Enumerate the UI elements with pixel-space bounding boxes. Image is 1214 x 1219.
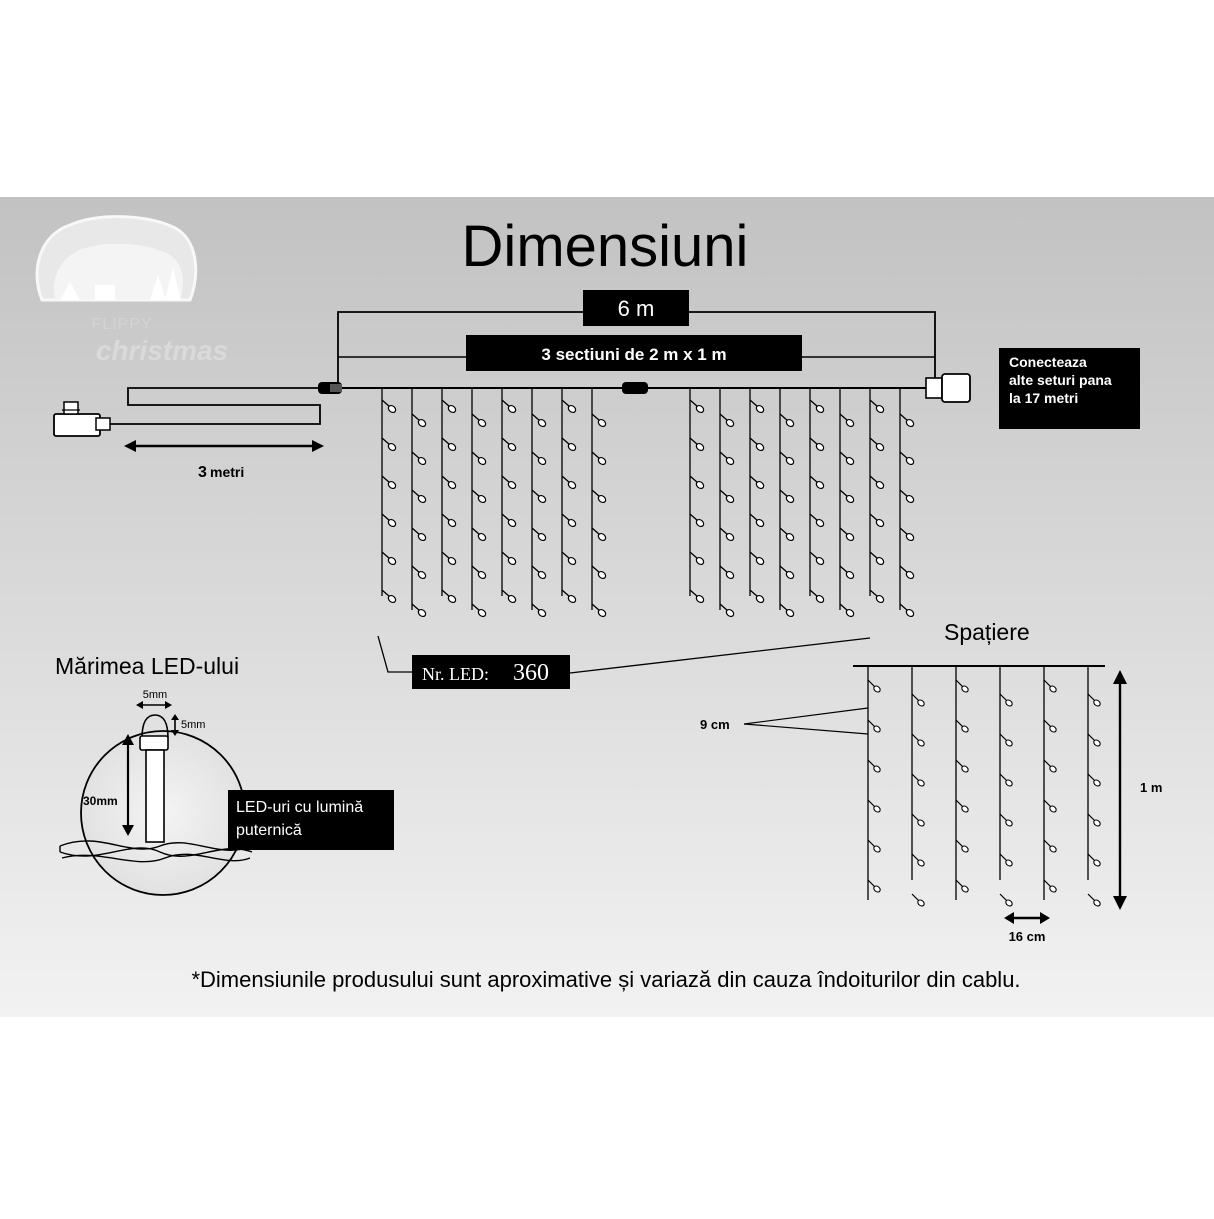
logo-line2: christmas [96,335,228,366]
led-callout-box [228,790,394,850]
led-head-label: 5mm [181,719,205,731]
connect-note: Conecteaza alte seturi pana la 17 metri [1009,354,1116,406]
led-count-value: 360 [513,660,549,686]
led-width-arrow [136,701,172,709]
spacing-title: Spațiere [944,619,1030,645]
lead-cable-length-unit: metri [210,464,244,480]
footnote: *Dimensiunile produsului sunt aproximati… [191,967,1020,992]
curtain-strand-left [471,388,488,619]
curtain-strand-left [441,388,458,605]
lead-cable-length-number: 3 [198,464,207,481]
led-bulb-icon [139,714,169,843]
section-connector-icon-2 [622,382,648,394]
lead-cable-length-arrow [124,440,324,452]
curtain-strand-left [411,388,428,619]
connect-note-line-1: Conecteaza [1009,354,1087,370]
led-size-title: Mărimea LED-ului [55,653,239,679]
led-height-arrow [122,734,134,836]
logo-line1: FLIPPY [91,316,152,333]
led-head-arrow [171,714,179,736]
total-width-label: 6 m [618,296,655,321]
curtain-strand-right [779,388,796,619]
curtain-strand-right [869,388,886,605]
end-connector-icon [925,373,971,403]
led-count-box [412,655,570,689]
spacing-strand [1043,666,1058,900]
connect-note-line-3: la 17 metri [1009,390,1078,406]
curtain-strand-left [561,388,578,605]
curtain-strand-left [501,388,518,605]
spacing-height-arrow [1113,670,1127,910]
spacing-horizontal-arrow [1004,912,1050,924]
flippy-christmas-logo: FLIPPY christmas [35,215,228,366]
curtain-strand-left [591,388,608,619]
sections-label-box [466,335,802,371]
led-callout: LED-uri cu lumină puternică [236,799,368,839]
total-width-label-box [583,290,689,326]
spacing-vertical-label: 9 cm [700,717,730,732]
curtain-strand-right [809,388,826,605]
connect-note-box [999,348,1140,429]
spacing-strand [867,666,882,900]
curtain-strand-left [531,388,548,619]
curtain-strand-right [899,388,916,619]
led-count-callout-lines [377,635,871,674]
spacing-strand [1087,666,1102,908]
curtain-strand-right [839,388,856,619]
curtain-strand-right [689,388,706,605]
curtain-strand-left [381,388,398,605]
sections-label: 3 sectiuni de 2 m x 1 m [541,345,726,364]
power-plug-icon [53,401,111,437]
spacing-horizontal-label: 16 cm [1009,929,1046,944]
spacing-height-label: 1 m [1140,780,1162,795]
curtain-strand-right [749,388,766,605]
page-title: Dimensiuni [462,214,749,279]
connect-note-line-2: alte seturi pana [1009,372,1112,388]
led-height-label: 30mm [83,794,118,808]
spacing-strand [955,666,970,900]
led-count-label: Nr. LED: [422,664,489,684]
lead-cable [105,387,330,425]
curtain-strand-right [719,388,736,619]
led-width-label: 5mm [143,689,167,701]
led-callout-line-2: puternică [236,822,302,839]
spacing-strand [999,666,1014,908]
led-curtain [381,388,916,619]
led-callout-line-1: LED-uri cu lumină [236,799,363,816]
spacing-strands [867,666,1102,908]
braided-wire [59,840,253,863]
section-connector-icon-1 [318,382,342,394]
spacing-strand [911,666,926,908]
spacing-vertical-callout [743,707,869,735]
